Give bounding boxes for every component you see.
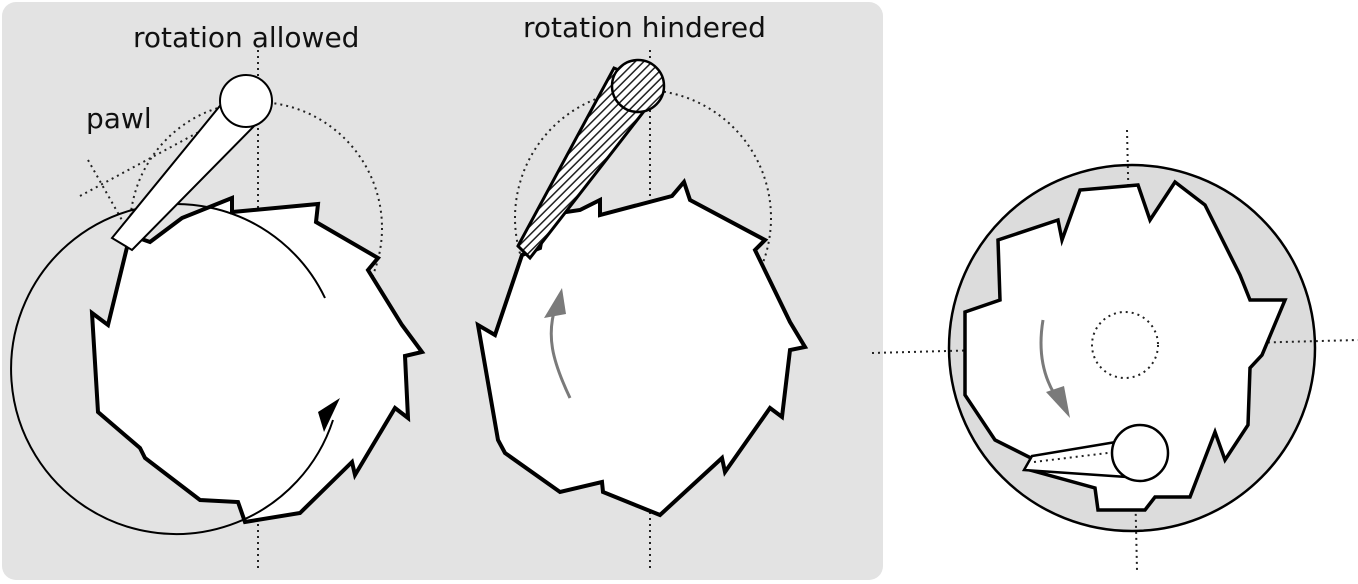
ratchet-rotation-allowed: rotation allowed pawl xyxy=(10,21,426,570)
rotation-arrowhead xyxy=(318,398,340,432)
rotation-arrowhead-gray xyxy=(1046,386,1070,418)
pawl-pivot xyxy=(1110,423,1170,483)
ratchet-rotation-hindered: rotation hindered xyxy=(475,11,809,570)
ratchet-inner-wheel xyxy=(963,179,1288,512)
pawl-swing-circle xyxy=(514,89,772,347)
ratchet-wheel xyxy=(475,178,809,518)
pawl-swing-circle xyxy=(129,101,383,355)
pawl-guide-line xyxy=(1033,449,1133,463)
rotation-arc xyxy=(10,203,334,535)
label-rotation-hindered: rotation hindered xyxy=(523,11,766,44)
ratchet-wheel xyxy=(89,195,426,525)
pawl-pivot xyxy=(219,74,273,128)
label-pawl: pawl xyxy=(86,102,152,135)
pawl-pivot xyxy=(610,58,666,114)
ratchet-enclosed xyxy=(871,129,1358,571)
pawl-guide-line xyxy=(79,97,263,197)
label-rotation-allowed: rotation allowed xyxy=(133,21,359,54)
rotation-arrowhead-gray xyxy=(544,288,566,318)
hub-circle xyxy=(1091,311,1159,379)
